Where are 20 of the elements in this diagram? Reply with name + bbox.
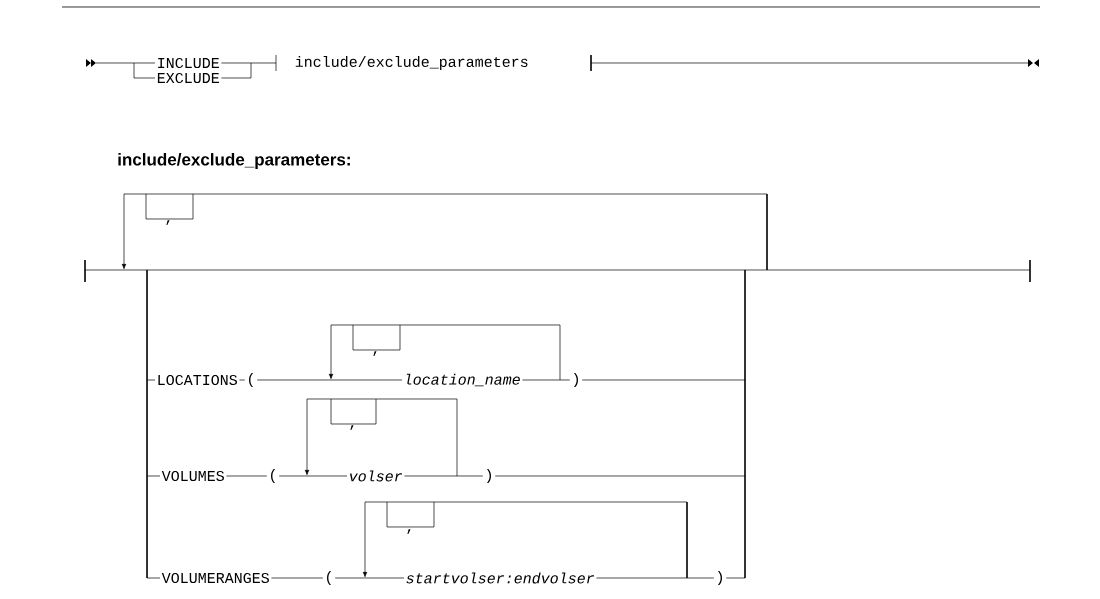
parenthesis: ( — [249, 373, 254, 387]
variable-name: volser — [350, 470, 403, 482]
heading: include/exclude_parameters: — [118, 153, 350, 169]
parenthesis: ( — [271, 469, 276, 483]
keyword: VOLUMES — [161, 470, 224, 482]
variable-name: startvolser:endvolser — [406, 572, 595, 584]
comma: , — [373, 351, 377, 357]
parenthesis: ) — [573, 373, 578, 387]
keyword: VOLUMERANGES — [161, 572, 269, 584]
parenthesis: ( — [327, 571, 332, 585]
parenthesis: ) — [717, 571, 722, 585]
comma: , — [407, 529, 411, 535]
keyword: LOCATIONS — [158, 374, 237, 386]
parenthesis: ) — [486, 469, 491, 483]
keyword: INCLUDE — [158, 57, 219, 69]
comma: , — [166, 220, 170, 226]
keyword: EXCLUDE — [157, 72, 219, 84]
variable-name: location_name — [406, 373, 520, 387]
comma: , — [350, 425, 354, 431]
fragment-reference: include/exclude_parameters — [295, 56, 528, 70]
